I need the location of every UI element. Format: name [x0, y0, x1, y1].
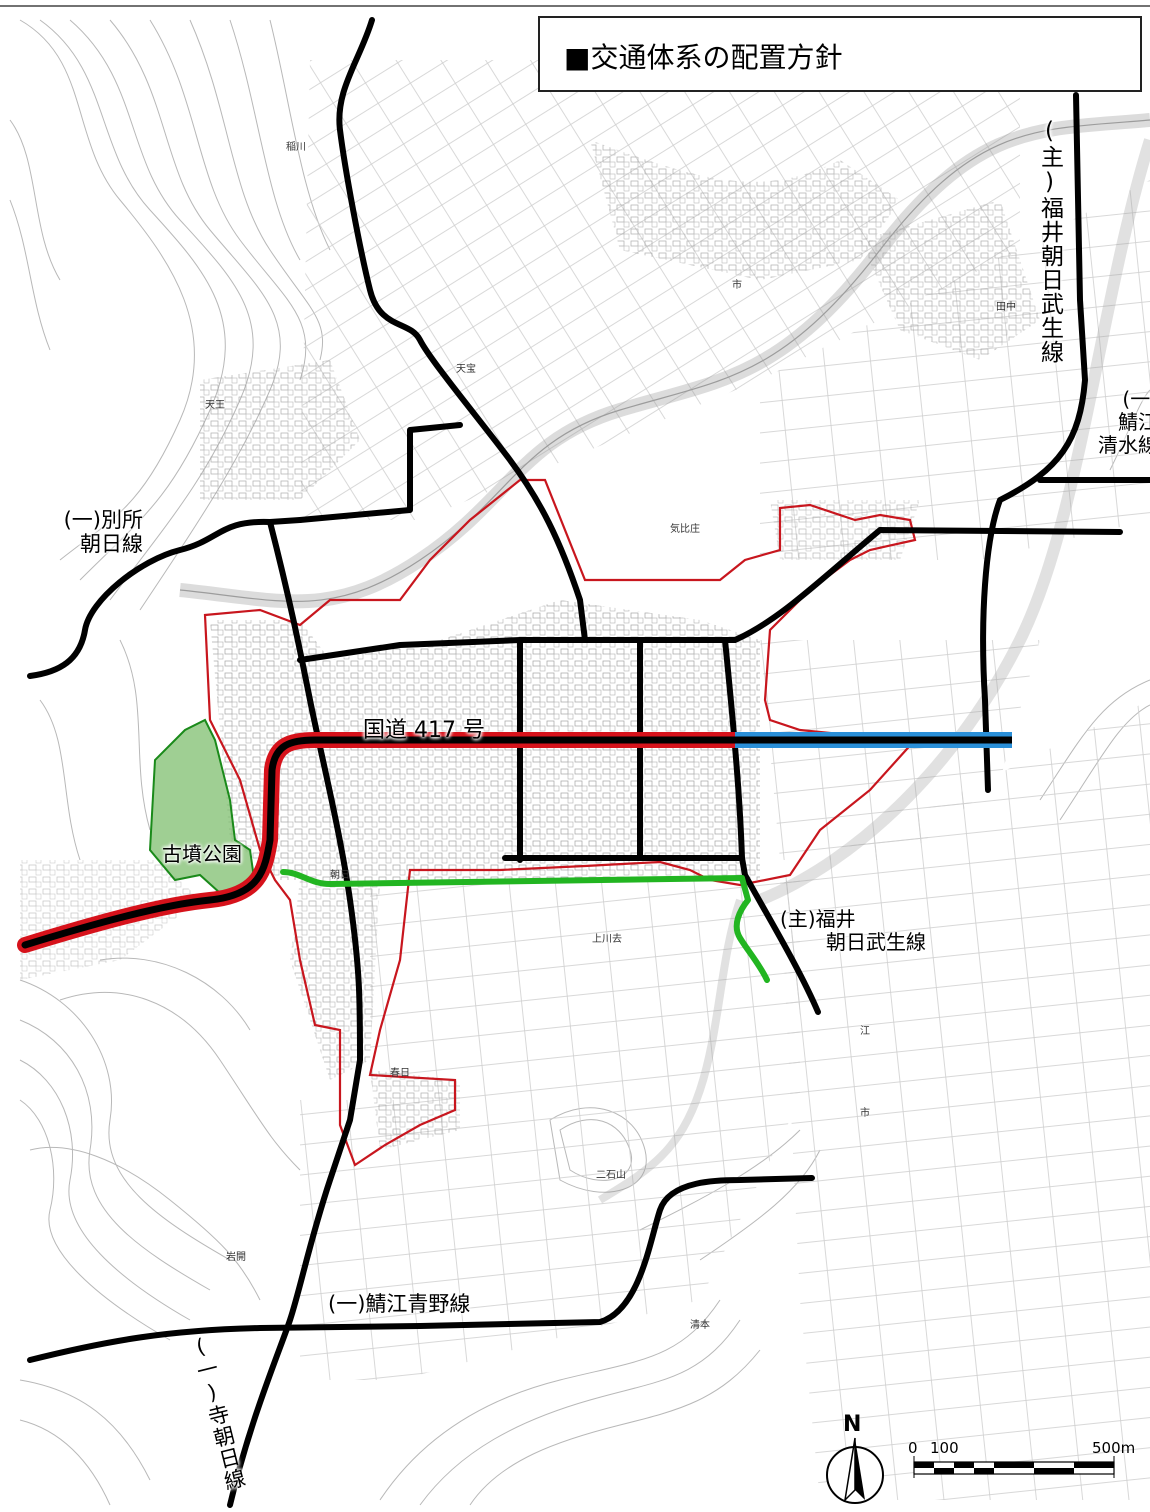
- place-inagawa: 稲川: [286, 142, 306, 153]
- label-sabae-shimizu-line: (一) 鯖江 清水線: [1098, 388, 1150, 457]
- place-kamikawasari: 上川去: [592, 934, 622, 945]
- place-tenpo: 天宝: [456, 364, 476, 375]
- place-iwaaki: 岩開: [226, 1252, 246, 1263]
- arterial-roads: [27, 17, 1150, 1508]
- map-title: ■交通体系の配置方針: [564, 41, 843, 74]
- place-kasuga: 春日: [390, 1068, 410, 1079]
- place-asahi: 朝日: [330, 870, 350, 881]
- north-arrow-icon: [826, 1437, 884, 1504]
- label-fukui-asahi-takefu-south-1: (主)福井: [780, 907, 856, 931]
- place-kehisho: 気比庄: [670, 524, 700, 535]
- urban-area-boundary: [203, 478, 918, 1167]
- label-bessho-asahi-line-2: 朝日線: [80, 532, 143, 557]
- scale-label-0: 0: [908, 1439, 918, 1457]
- place-tanaka: 田中: [996, 302, 1016, 313]
- scale-bar-graphic: [913, 1456, 1115, 1478]
- green-route: [280, 869, 770, 983]
- kofun-park-area: [148, 718, 257, 897]
- label-fukui-asahi-takefu-line-north: (主)福井朝日武生線: [1036, 118, 1063, 364]
- scale-label-100: 100: [930, 1439, 959, 1457]
- north-label: N: [843, 1412, 862, 1437]
- field-grid: [300, 60, 1150, 1500]
- place-shi: 市: [860, 1108, 870, 1119]
- label-sabae-shimizu-line-1: (一): [1122, 387, 1150, 411]
- place-kiyomoto: 清本: [690, 1320, 710, 1331]
- label-kofun-park: 古墳公園: [162, 842, 242, 866]
- label-fukui-asahi-takefu-south-2: 朝日武生線: [826, 930, 926, 954]
- label-bessho-asahi-line: (一)別所 朝日線: [38, 508, 143, 556]
- hill-contours: [9, 19, 1150, 1506]
- label-sabae-shimizu-line-2: 鯖江: [1118, 410, 1150, 434]
- label-fukui-asahi-takefu-line-south: (主)福井 朝日武生線: [780, 908, 926, 954]
- label-national-road-417: 国道 417 号: [363, 718, 485, 743]
- label-sabae-shimizu-line-3: 清水線: [1098, 433, 1150, 457]
- title-box: ■交通体系の配置方針: [538, 16, 1142, 92]
- river: [179, 113, 1150, 1204]
- place-shi-north: 市: [732, 280, 742, 291]
- label-bessho-asahi-line-1: (一)別所: [63, 508, 143, 532]
- place-e: 江: [860, 1026, 870, 1037]
- national-road-417: [17, 732, 743, 953]
- scale-label-500m: 500m: [1092, 1439, 1136, 1457]
- place-tenno: 天王: [205, 400, 225, 411]
- label-sabae-aono-line: (一)鯖江青野線: [328, 1292, 471, 1316]
- place-niishiyama: 二石山: [596, 1170, 626, 1181]
